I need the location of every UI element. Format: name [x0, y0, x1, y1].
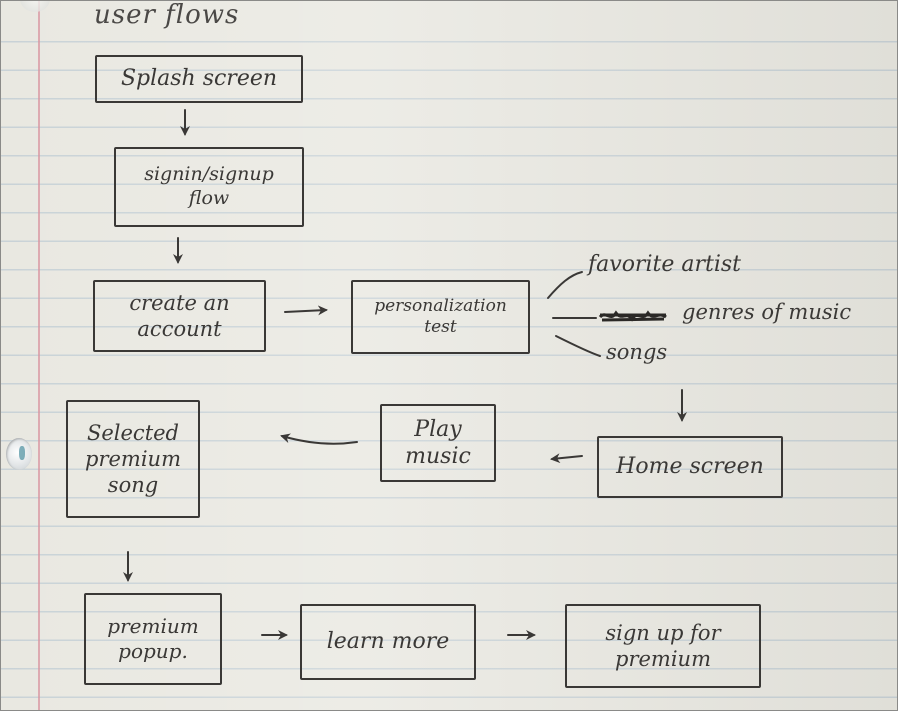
node-signin-signup-flow: signin/signup flow: [114, 147, 304, 227]
node-personalization-test-label: personalization test: [374, 295, 507, 337]
node-create-account: create an account: [93, 280, 266, 352]
node-signin-signup-flow-label: signin/signup flow: [144, 163, 274, 209]
node-play-music-label: Play music: [405, 416, 471, 470]
branch-genres-of-music: genres of music: [682, 300, 852, 324]
node-premium-popup: premium popup.: [84, 593, 222, 685]
margin-line: [38, 0, 40, 711]
branch-favorite-artist: favorite artist: [588, 252, 741, 277]
node-personalization-test: personalization test: [351, 280, 530, 354]
binder-hole-top: [20, 0, 50, 12]
page-title: user flows: [94, 0, 240, 30]
node-learn-more-label: learn more: [326, 629, 450, 655]
node-splash-screen: Splash screen: [95, 55, 303, 103]
node-sign-up-for-premium: sign up for premium: [565, 604, 761, 688]
node-play-music: Play music: [380, 404, 496, 482]
crossed-out-scribble: [598, 310, 667, 322]
node-create-account-label: create an account: [129, 290, 230, 341]
node-selected-premium-song: Selected premium song: [66, 400, 200, 518]
node-learn-more: learn more: [300, 604, 476, 680]
node-home-screen: Home screen: [597, 436, 783, 498]
node-premium-popup-label: premium popup.: [107, 614, 199, 663]
node-sign-up-for-premium-label: sign up for premium: [605, 620, 721, 671]
branch-songs: songs: [606, 340, 668, 364]
node-splash-screen-label: Splash screen: [120, 66, 278, 92]
binder-hole: [6, 438, 32, 470]
node-home-screen-label: Home screen: [616, 454, 764, 480]
node-selected-premium-song-label: Selected premium song: [85, 420, 181, 498]
